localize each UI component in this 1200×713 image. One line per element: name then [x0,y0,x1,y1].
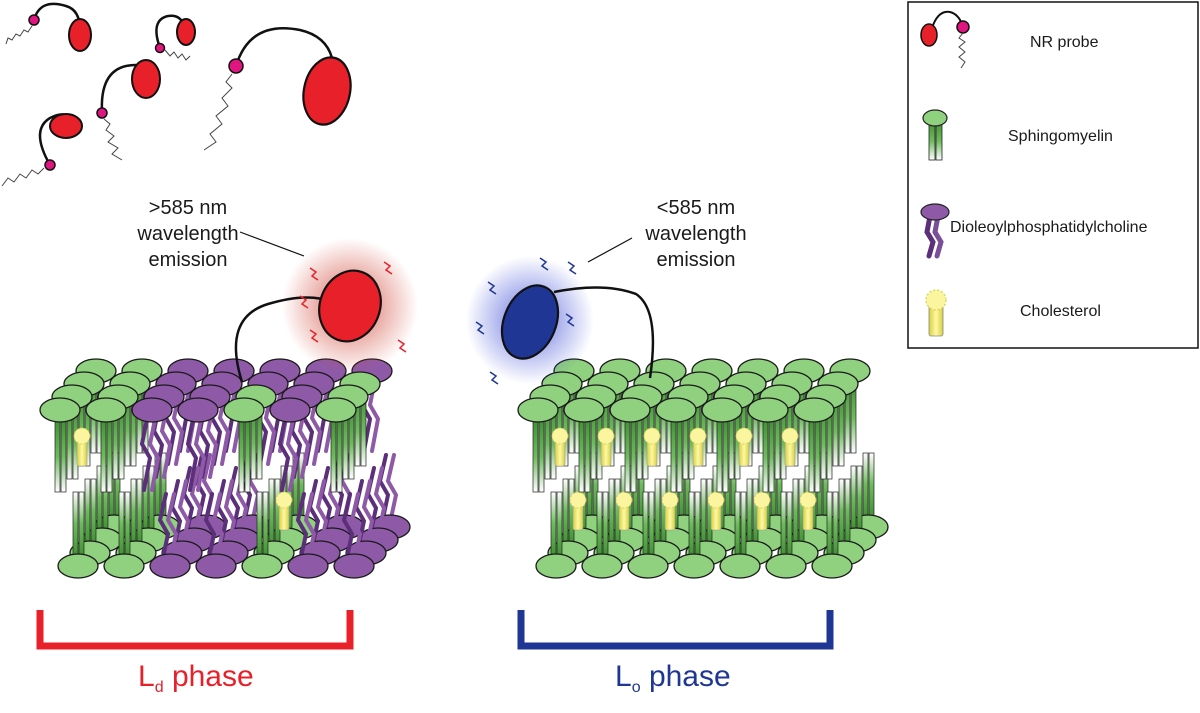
emission-label-left: >585 nm wavelength emission [118,195,258,273]
emission-label-right: <585 nm wavelength emission [626,195,766,273]
free-probe-2 [154,14,196,61]
emission-left-line3: emission [148,249,228,271]
legend-nr-probe-icon [920,10,970,69]
legend-label-dopc: Dioleoylphosphatidylcholine [950,219,1148,236]
ld-phase-sub: d [154,679,164,696]
emission-left-line1: >585 nm [148,197,228,219]
legend-label-cholesterol: Cholesterol [1020,303,1101,320]
bound-probe-blue [466,256,655,385]
legend-sphingomyelin-icon [922,109,948,161]
lo-phase-main: L [615,660,632,693]
free-probes [1,2,352,187]
free-probe-5 [203,26,352,151]
legend-cholesterol-icon [925,289,947,337]
ld-phase-label: Ld phase [138,660,254,705]
legend-label-nr-probe: NR probe [1030,34,1099,51]
lo-phase-sub: o [631,679,641,696]
emission-right-line2: wavelength [645,223,747,245]
legend [907,1,1199,349]
lo-phase-label: Lo phase [615,660,731,705]
ld-bracket [36,610,354,650]
emission-sparks-blue [475,257,577,385]
emission-sparks-red [299,261,407,353]
legend-dopc-icon [920,203,950,259]
free-probe-4 [1,113,83,187]
legend-label-sphingomyelin: Sphingomyelin [1008,128,1113,145]
lo-bracket [517,610,834,650]
emission-right-line3: emission [656,249,736,271]
bound-probe-red [234,238,418,383]
ld-membrane [39,358,411,579]
free-probe-1 [5,2,92,52]
emission-left-line2: wavelength [137,223,239,245]
ld-phase-main: L [138,660,155,693]
free-probe-3 [96,59,161,161]
lo-phase-word: phase [648,660,731,693]
emission-right-line1: <585 nm [656,197,736,219]
lo-membrane [517,358,889,579]
ld-phase-word: phase [171,660,254,693]
